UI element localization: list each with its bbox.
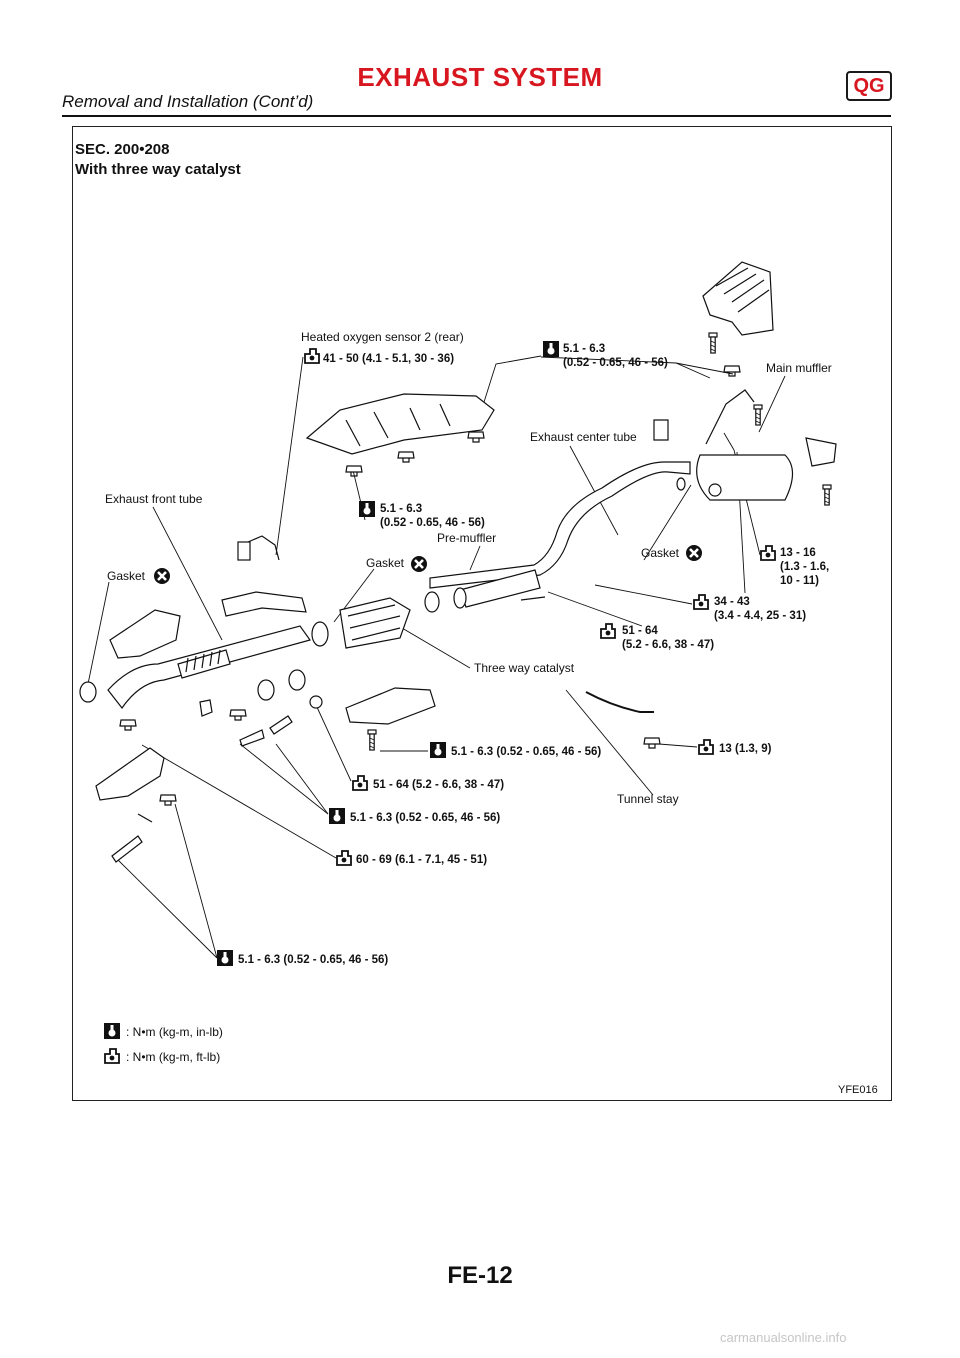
label-torque-shield-line2: (0.52 - 0.65, 46 - 56)	[380, 517, 485, 529]
upper-heat-shield	[305, 393, 495, 455]
legend-large-torque: : N•m (kg-m, ft-lb)	[126, 1050, 220, 1064]
label-torque-sensor: 41 - 50 (4.1 - 5.1, 30 - 36)	[323, 353, 454, 365]
torque-small-icon	[430, 742, 446, 758]
torque-small-icon	[104, 1023, 120, 1039]
label-three-way-catalyst: Three way catalyst	[474, 661, 575, 675]
label-gasket-middle: Gasket	[366, 556, 405, 570]
clamp	[288, 669, 306, 691]
exhaust-center-tube	[429, 461, 691, 589]
muffler-gasket	[676, 477, 686, 491]
figure-heading: With three way catalyst	[75, 161, 241, 178]
label-tunnel-stay: Tunnel stay	[617, 792, 679, 806]
gasket-replace-icon	[409, 554, 429, 574]
label-torque-bracket: 5.1 - 6.3 (0.52 - 0.65, 46 - 56)	[350, 812, 500, 824]
pre-muffler-gasket	[424, 591, 440, 613]
label-torque-hanger-line2: (3.4 - 4.4, 25 - 31)	[714, 610, 806, 622]
catalyst-gasket	[311, 621, 329, 647]
section-number: SEC. 200•208	[75, 141, 170, 158]
engine-code-badge: QG	[846, 71, 892, 101]
figure-frame	[72, 126, 892, 1101]
label-torque-top-line2: (0.52 - 0.65, 46 - 56)	[563, 357, 668, 369]
label-torque-stay: 13 (1.3, 9)	[719, 743, 772, 755]
label-torque-muffler-line2: (1.3 - 1.6,	[780, 561, 829, 573]
torque-large-icon	[352, 775, 368, 791]
label-torque-front-shield: 5.1 - 6.3 (0.52 - 0.65, 46 - 56)	[238, 954, 388, 966]
catalyst-heat-shield	[345, 687, 436, 725]
label-pre-muffler: Pre-muffler	[437, 531, 496, 545]
torque-large-icon	[304, 348, 320, 364]
three-way-catalyst	[339, 597, 411, 649]
torque-large-icon	[336, 850, 352, 866]
label-torque-hanger-line1: 34 - 43	[714, 596, 750, 608]
label-torque-muffler-line3: 10 - 11)	[780, 575, 819, 587]
torque-large-icon	[600, 623, 616, 639]
front-tube-shield-upper	[109, 609, 181, 659]
label-torque-manifold: 60 - 69 (6.1 - 7.1, 45 - 51)	[356, 854, 487, 866]
front-tube-gasket	[79, 681, 97, 703]
label-torque-catalyst-shield: 5.1 - 6.3 (0.52 - 0.65, 46 - 56)	[451, 746, 601, 758]
page-subtitle: Removal and Installation (Cont’d)	[62, 92, 314, 111]
torque-small-icon	[329, 808, 345, 824]
torque-large-icon	[698, 739, 714, 755]
label-torque-shield-line1: 5.1 - 6.3	[380, 503, 422, 515]
muffler-hanger-left	[653, 419, 669, 441]
label-torque-muffler-line1: 13 - 16	[780, 547, 816, 559]
clamp	[257, 679, 275, 701]
muffler-bracket-right	[805, 437, 837, 467]
torque-large-icon	[693, 594, 709, 610]
label-heated-oxygen-sensor: Heated oxygen sensor 2 (rear)	[301, 330, 464, 344]
exhaust-parts	[79, 261, 837, 863]
label-torque-flange-line2: (5.2 - 6.6, 38 - 47)	[622, 639, 714, 651]
watermark-text: carmanualsonline.info	[720, 1330, 847, 1345]
front-tube-shield-lower	[95, 747, 165, 801]
torque-small-icon	[217, 950, 233, 966]
torque-large-icon	[104, 1048, 120, 1064]
label-torque-catalyst-flange: 51 - 64 (5.2 - 6.6, 38 - 47)	[373, 779, 504, 791]
figure-id: YFE016	[838, 1084, 878, 1096]
label-main-muffler: Main muffler	[766, 361, 832, 375]
torque-large-icon	[760, 545, 776, 561]
label-exhaust-center-tube: Exhaust center tube	[530, 430, 637, 444]
page-number: FE-12	[447, 1262, 513, 1289]
bracket-upper	[221, 591, 307, 617]
label-gasket-left: Gasket	[107, 569, 146, 583]
label-torque-flange-line1: 51 - 64	[622, 625, 658, 637]
gasket-replace-icon	[684, 543, 704, 563]
gasket-replace-icon	[152, 566, 172, 586]
label-gasket-right: Gasket	[641, 546, 680, 560]
leader-lines	[87, 355, 786, 959]
torque-small-icon	[543, 341, 559, 357]
header-divider	[62, 115, 891, 117]
legend-small-torque: : N•m (kg-m, in-lb)	[126, 1025, 223, 1039]
label-torque-top-line1: 5.1 - 6.3	[563, 343, 605, 355]
page-header-title: EXHAUST SYSTEM	[357, 62, 603, 92]
label-exhaust-front-tube: Exhaust front tube	[105, 492, 203, 506]
